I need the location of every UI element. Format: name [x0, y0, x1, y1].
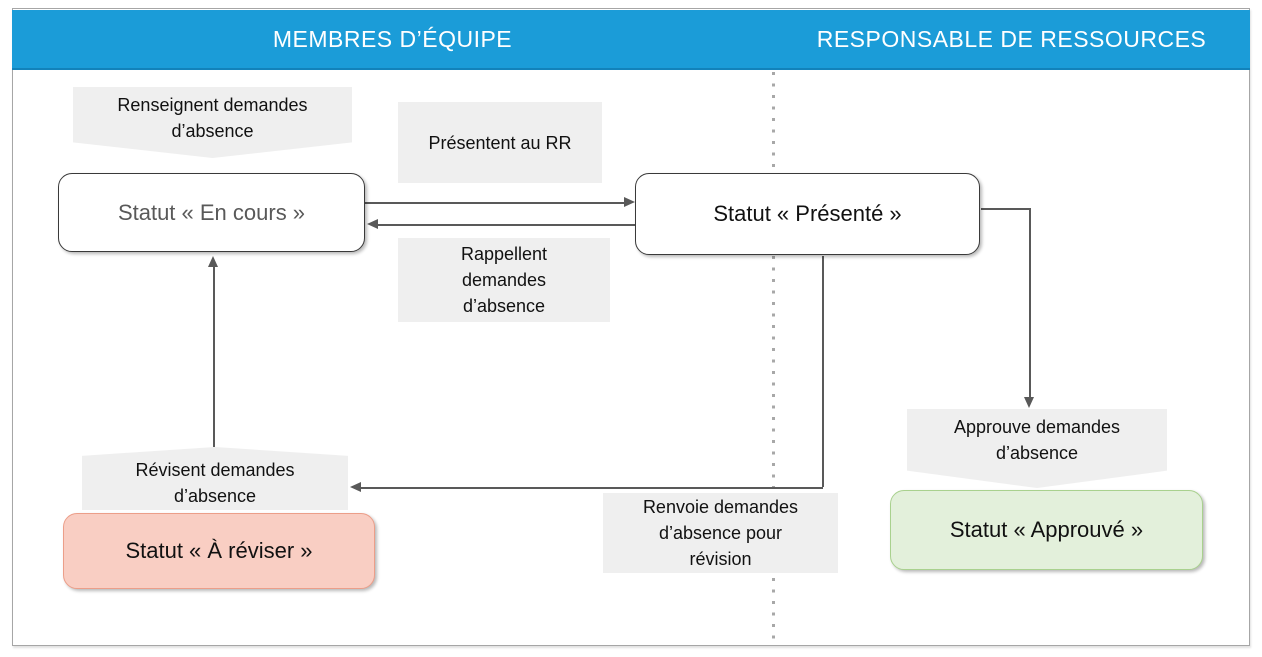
- status-box-a-reviser: Statut « À réviser »: [63, 513, 375, 589]
- lane-title-membres-equipe: MEMBRES D’ÉQUIPE: [272, 25, 513, 52]
- status-box-presente: Statut « Présenté »: [635, 173, 980, 255]
- arrowhead-left-icon: [350, 482, 361, 492]
- arrowhead-right-icon: [624, 197, 635, 207]
- connector-presente-to-approuve-v: [1029, 208, 1031, 398]
- status-box-en-cours: Statut « En cours »: [58, 173, 365, 252]
- connector-presente-to-approuve-h: [981, 208, 1030, 210]
- callout-approuve-demandes: Approuve demandes d’absence: [907, 409, 1167, 488]
- label-rappellent-demandes: Rappellent demandes d’absence: [398, 238, 610, 322]
- arrowhead-down-icon: [1024, 397, 1034, 408]
- swimlane-header: MEMBRES D’ÉQUIPE RESPONSABLE DE RESSOURC…: [12, 10, 1250, 70]
- connector-presente-to-revisent-h: [360, 487, 823, 489]
- lane-title-responsable-ressources: RESPONSABLE DE RESSOURCES: [816, 25, 1207, 52]
- status-box-approuve: Statut « Approuvé »: [890, 490, 1203, 570]
- lane-divider: [772, 72, 775, 644]
- label-renvoie-demandes: Renvoie demandes d’absence pour révision: [603, 493, 838, 573]
- connector-presente-to-revisent-v: [822, 256, 824, 487]
- connector-revisent-to-encours: [213, 266, 215, 447]
- arrowhead-up-icon: [208, 256, 218, 267]
- label-presentent-au-rr: Présentent au RR: [398, 102, 602, 183]
- connector-encours-to-presente: [365, 202, 626, 204]
- callout-revisent-demandes: Révisent demandes d’absence: [82, 447, 348, 510]
- connector-presente-to-encours: [378, 224, 635, 226]
- callout-renseignent-demandes: Renseignent demandes d’absence: [73, 87, 352, 158]
- arrowhead-left-icon: [367, 219, 378, 229]
